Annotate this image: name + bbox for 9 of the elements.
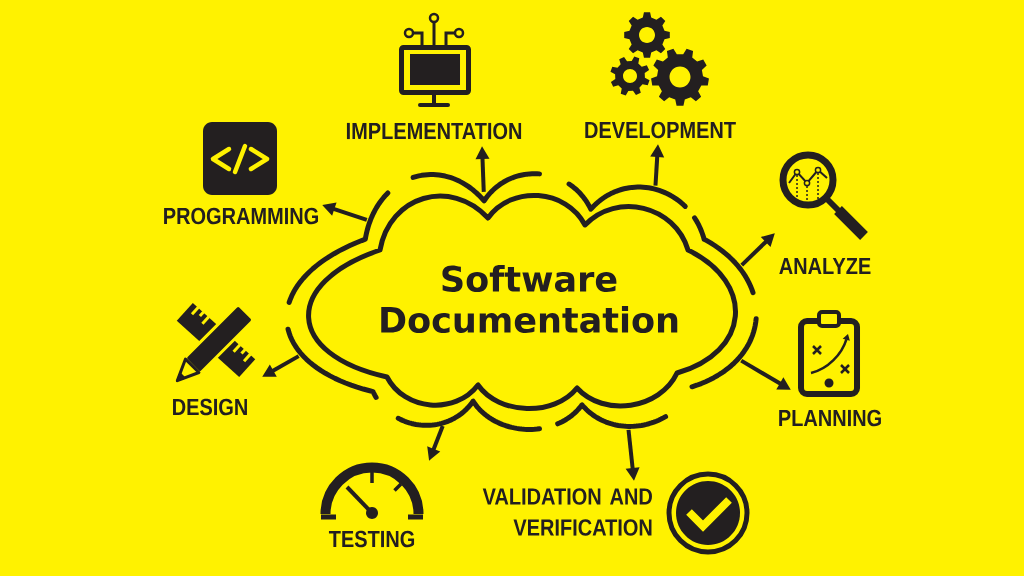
topic-label: IMPLEMENTATION [346, 122, 522, 140]
topic-label: DEVELOPMENT [585, 121, 736, 139]
arrow [740, 233, 775, 267]
topic-label: PROGRAMMING [164, 207, 318, 225]
topic-label: ANALYZE [779, 257, 871, 275]
topic-label: VALIDATION AND VERIFICATION [482, 488, 652, 536]
topic-label: PLANNING [779, 409, 881, 427]
topic-label: DESIGN [173, 398, 247, 416]
topic-label: TESTING [328, 530, 415, 548]
